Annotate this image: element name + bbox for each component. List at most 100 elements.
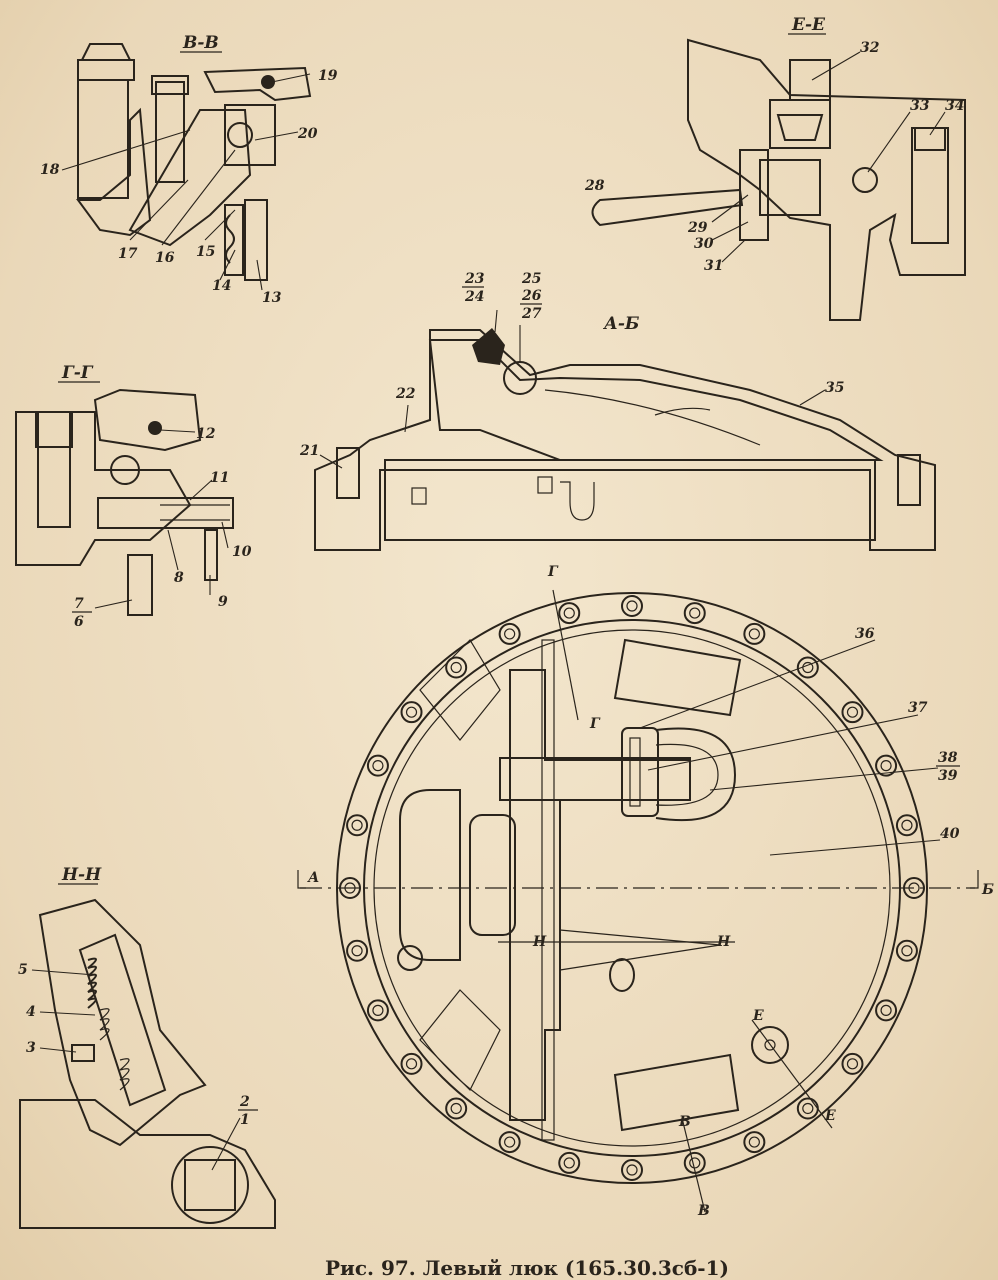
flange-bolt-head <box>450 661 462 674</box>
callout-17: 17 <box>118 246 138 262</box>
flange-bolt-head <box>689 607 701 619</box>
callout-3: 3 <box>26 1040 36 1056</box>
flange-bolt <box>895 939 918 962</box>
cut-marker-n-left: Н <box>532 934 547 950</box>
callout-15: 15 <box>196 244 215 260</box>
callout-20: 20 <box>297 126 318 142</box>
flange-bolt <box>498 622 521 645</box>
flange-bolt-head <box>563 607 575 619</box>
section-label-gg: Г-Г <box>61 363 94 383</box>
flange-bolt <box>796 1097 819 1120</box>
figure-caption: Рис. 97. Левый люк (165.30.3сб-1) <box>325 1256 729 1280</box>
flange-bolt-head <box>563 1157 575 1169</box>
flange-bolt <box>683 1151 706 1174</box>
section-nn: Н-Н 5 4 3 2 1 <box>18 865 276 1229</box>
flange-bolt-head <box>880 760 892 772</box>
flange-bolt-head <box>626 600 638 612</box>
callout-1: 1 <box>240 1112 250 1128</box>
callout-33: 33 <box>910 98 930 114</box>
flange-bolt-head <box>504 628 516 640</box>
cut-marker-a: А <box>307 870 319 886</box>
callout-24: 24 <box>464 289 484 305</box>
callout-35: 35 <box>825 380 844 396</box>
flange-bolt <box>366 999 389 1022</box>
flange-bolt <box>498 1131 521 1154</box>
cut-marker-g-inner: Г <box>589 716 601 732</box>
callout-32: 32 <box>860 40 880 56</box>
flange-bolt <box>743 622 766 645</box>
flange-bolt-head <box>351 945 363 957</box>
section-vv: В-В 18 17 16 15 14 13 19 20 <box>40 33 338 306</box>
flange-bolt-head <box>504 1136 516 1148</box>
cut-marker-g-top: Г <box>547 564 559 580</box>
callout-19: 19 <box>318 68 338 84</box>
flange-bolt-head <box>372 1004 384 1016</box>
callout-39: 39 <box>938 768 958 784</box>
callout-38: 38 <box>938 750 958 766</box>
cut-marker-v-bottom: В <box>697 1203 710 1219</box>
section-label-nn: Н-Н <box>61 865 102 885</box>
plan-view: 36 37 38 39 40 А Б Г Г Е Е В В Н Н <box>297 564 994 1219</box>
flange-bolt-head <box>351 819 363 831</box>
flange-bolt <box>875 999 898 1022</box>
flange-bolt-head <box>689 1157 701 1169</box>
callout-30: 30 <box>694 236 714 252</box>
flange-bolt <box>621 595 643 617</box>
callout-10: 10 <box>232 544 252 560</box>
flange-bolt-head <box>450 1102 462 1115</box>
cut-marker-b: Б <box>981 882 994 898</box>
flange-bolt <box>743 1131 766 1154</box>
callout-12: 12 <box>196 426 216 442</box>
flange-bolt <box>400 1052 423 1075</box>
callout-7: 7 <box>74 596 84 612</box>
flange-bolt <box>346 939 369 962</box>
bolt-ring <box>339 595 925 1181</box>
flange-bolt <box>346 814 369 837</box>
callout-37: 37 <box>908 700 928 716</box>
flange-bolt-head <box>901 945 913 957</box>
flange-bolt <box>841 1052 864 1075</box>
callout-23: 23 <box>464 271 485 287</box>
flange-bolt-head <box>901 819 913 831</box>
flange-bolt <box>683 602 706 625</box>
cut-marker-v-top: В <box>678 1114 691 1130</box>
section-gg: Г-Г 12 11 10 8 9 7 6 <box>15 363 252 630</box>
flange-bolt <box>796 656 819 679</box>
section-label-vv: В-В <box>182 33 219 53</box>
callout-28: 28 <box>584 178 605 194</box>
section-ab: А-Б 21 22 23 24 25 26 27 35 <box>299 271 936 551</box>
callout-6: 6 <box>74 614 84 630</box>
flange-bolt-head <box>372 760 384 772</box>
section-label-ab: А-Б <box>602 314 640 334</box>
callout-13: 13 <box>262 290 282 306</box>
flange-bolt <box>445 656 468 679</box>
callout-25: 25 <box>521 271 541 287</box>
callout-29: 29 <box>687 220 708 236</box>
flange-bolt-head <box>405 1058 418 1070</box>
callout-5: 5 <box>18 962 28 978</box>
flange-bolt-head <box>748 628 760 640</box>
flange-bolt-head <box>880 1004 892 1016</box>
flange-bolt <box>366 754 389 777</box>
callout-11: 11 <box>210 470 229 486</box>
callout-9: 9 <box>218 594 228 610</box>
cut-marker-e-bottom: Е <box>824 1108 836 1124</box>
callout-18: 18 <box>40 162 60 178</box>
section-ee: Е-Е 32 33 34 28 29 30 31 <box>584 15 966 321</box>
callout-40: 40 <box>940 826 960 842</box>
flange-bolt-head <box>846 706 859 718</box>
callout-14: 14 <box>212 278 231 294</box>
callout-27: 27 <box>521 306 542 322</box>
callout-22: 22 <box>395 386 416 402</box>
flange-bolt-head <box>626 1164 638 1176</box>
flange-bolt <box>841 701 864 724</box>
cut-marker-e-top: Е <box>752 1008 764 1024</box>
flange-bolt-head <box>802 1102 814 1115</box>
callout-26: 26 <box>521 288 542 304</box>
section-label-ee: Е-Е <box>791 15 826 35</box>
flange-bolt-head <box>846 1058 859 1070</box>
callout-16: 16 <box>155 250 175 266</box>
callout-2: 2 <box>239 1094 250 1110</box>
